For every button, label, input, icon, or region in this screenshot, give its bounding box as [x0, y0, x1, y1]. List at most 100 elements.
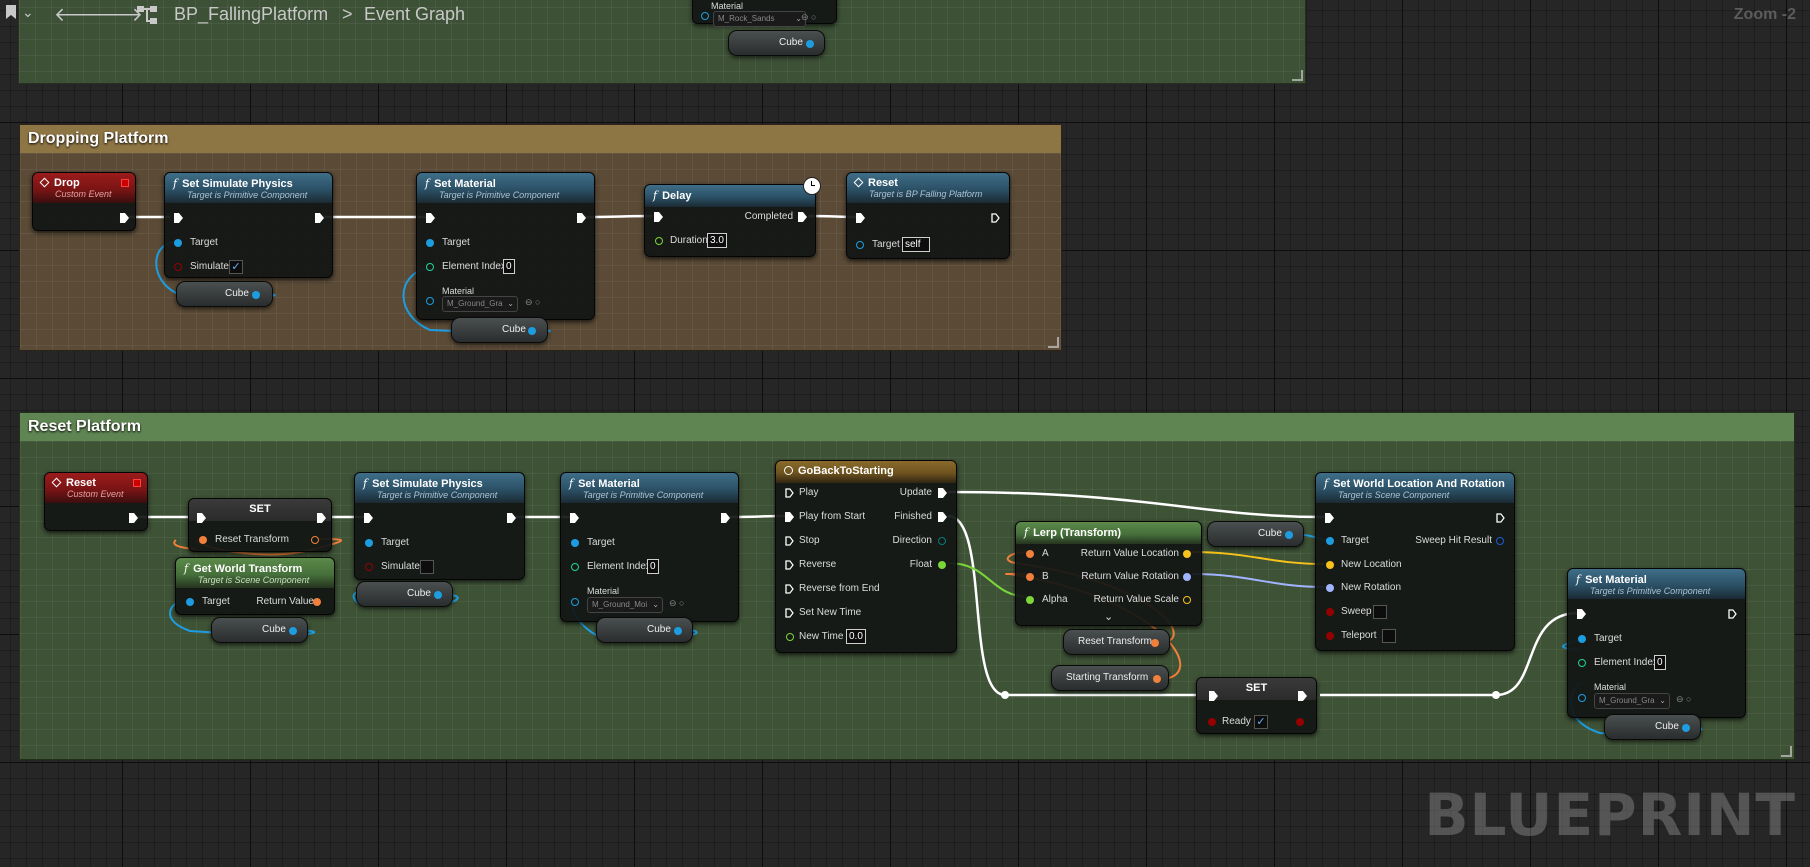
set-reset-transform-node[interactable]: SET Reset Transform — [188, 498, 332, 552]
exec-out-pin[interactable] — [721, 513, 730, 523]
completed-exec-pin[interactable] — [798, 212, 807, 222]
timeline-go-back-to-starting-node[interactable]: GoBackToStarting Play Play from Start St… — [775, 460, 957, 653]
reset-function-call-node[interactable]: Reset Target is BP Falling Platform Targ… — [846, 172, 1010, 259]
exec-out-pin[interactable] — [317, 513, 326, 523]
b-pin[interactable] — [1026, 573, 1034, 581]
breadcrumb-graph[interactable]: Event Graph — [364, 4, 466, 24]
material-combo[interactable]: M_Ground_Gra⌄ — [442, 296, 518, 312]
teleport-pin[interactable] — [1326, 632, 1334, 640]
play-from-start-exec-pin[interactable] — [785, 512, 794, 522]
material-pin[interactable] — [701, 12, 709, 20]
reset-transform-in-pin[interactable] — [199, 536, 207, 544]
reverse-exec-pin[interactable] — [785, 560, 794, 570]
teleport-checkbox[interactable] — [1382, 629, 1396, 643]
exec-out-pin[interactable] — [1298, 691, 1307, 701]
cube-output-pin[interactable] — [674, 627, 682, 635]
starting-transform-getter[interactable]: Starting Transform — [1051, 665, 1169, 691]
cube-output-pin[interactable] — [806, 40, 814, 48]
new-time-pin[interactable] — [786, 633, 794, 641]
drop-custom-event-node[interactable]: Drop Custom Event — [32, 172, 136, 231]
material-pin[interactable] — [1578, 694, 1586, 702]
ready-in-pin[interactable] — [1208, 718, 1216, 726]
exec-in-pin[interactable] — [426, 213, 435, 223]
target-value[interactable]: self — [902, 237, 930, 252]
reverse-from-end-exec-pin[interactable] — [785, 584, 794, 594]
material-pin[interactable] — [426, 297, 434, 305]
back-arrow-icon[interactable]: 🡐 — [54, 5, 105, 26]
sweep-checkbox[interactable] — [1373, 605, 1387, 619]
chevron-down-icon[interactable]: ⌄ — [22, 4, 34, 20]
reset-transform-out-pin[interactable] — [311, 536, 319, 544]
cube-getter[interactable]: Cube — [211, 617, 308, 643]
return-value-scale-pin[interactable] — [1183, 596, 1191, 604]
simulate-checkbox[interactable] — [420, 560, 434, 574]
exec-out-pin[interactable] — [991, 213, 1000, 223]
target-pin[interactable] — [365, 539, 373, 547]
comment-box-top[interactable] — [18, 0, 1306, 84]
comment-title[interactable]: Reset Platform — [20, 413, 1794, 441]
expand-arrow-icon[interactable]: ⌄ — [1104, 611, 1114, 623]
duration-pin[interactable] — [655, 237, 663, 245]
comment-title[interactable]: Dropping Platform — [20, 125, 1061, 153]
material-combo[interactable]: M_Ground_Gra⌄ — [1594, 693, 1670, 709]
delegate-pin[interactable] — [133, 479, 141, 487]
browse-icons[interactable]: ⊖ ○ — [669, 598, 685, 608]
cube-getter[interactable]: Cube — [1604, 714, 1701, 740]
sweep-pin[interactable] — [1326, 608, 1334, 616]
exec-out-pin[interactable] — [120, 213, 129, 223]
target-pin[interactable] — [856, 241, 864, 249]
exec-in-pin[interactable] — [1325, 513, 1334, 523]
exec-out-pin[interactable] — [507, 513, 516, 523]
reset-transform-output-pin[interactable] — [1151, 639, 1159, 647]
cube-getter-top[interactable]: Cube — [728, 30, 825, 56]
cube-getter[interactable]: Cube — [1207, 521, 1304, 547]
reset-transform-getter[interactable]: Reset Transform — [1063, 629, 1170, 655]
cube-output-pin[interactable] — [289, 627, 297, 635]
cube-output-pin[interactable] — [1682, 724, 1690, 732]
cube-output-pin[interactable] — [252, 291, 260, 299]
ready-checkbox[interactable]: ✓ — [1254, 715, 1268, 729]
cube-getter[interactable]: Cube — [176, 281, 273, 307]
exec-out-pin[interactable] — [1496, 513, 1505, 523]
exec-in-pin[interactable] — [1577, 609, 1586, 619]
target-pin[interactable] — [1326, 537, 1334, 545]
finished-exec-pin[interactable] — [938, 512, 947, 522]
new-time-value[interactable]: 0.0 — [846, 629, 866, 644]
simulate-pin[interactable] — [365, 563, 373, 571]
play-exec-pin[interactable] — [785, 488, 794, 498]
target-pin[interactable] — [571, 539, 579, 547]
target-pin[interactable] — [1578, 635, 1586, 643]
alpha-pin[interactable] — [1026, 596, 1034, 604]
exec-in-pin[interactable] — [364, 513, 373, 523]
element-index-pin[interactable] — [1578, 659, 1586, 667]
element-index-value[interactable]: 0 — [1654, 655, 1666, 670]
material-combo[interactable]: M_Rock_Sands⌄ — [713, 11, 806, 27]
browse-icons[interactable]: ⊖ ○ — [1676, 694, 1692, 704]
ready-out-pin[interactable] — [1296, 718, 1304, 726]
reset-custom-event-node[interactable]: Reset Custom Event — [44, 472, 148, 531]
delegate-pin[interactable] — [121, 179, 129, 187]
simulate-pin[interactable] — [174, 263, 182, 271]
browse-icons[interactable]: ⊖ ○ — [525, 297, 541, 307]
float-pin[interactable] — [938, 561, 946, 569]
return-value-rotation-pin[interactable] — [1183, 573, 1191, 581]
new-rotation-pin[interactable] — [1326, 584, 1334, 592]
set-ready-node[interactable]: SET Ready ✓ — [1196, 677, 1317, 734]
target-pin[interactable] — [186, 598, 194, 606]
resize-grip[interactable] — [1292, 70, 1303, 81]
exec-in-pin[interactable] — [856, 213, 865, 223]
simulate-checkbox[interactable]: ✓ — [229, 260, 243, 274]
stop-exec-pin[interactable] — [785, 536, 794, 546]
resize-grip[interactable] — [1048, 337, 1059, 348]
new-location-pin[interactable] — [1326, 561, 1334, 569]
element-index-pin[interactable] — [426, 263, 434, 271]
exec-out-pin[interactable] — [129, 513, 138, 523]
sweep-hit-result-pin[interactable] — [1496, 537, 1504, 545]
set-material-node-top[interactable]: Material M_Rock_Sands⌄ ⊖ ○ — [692, 0, 837, 27]
